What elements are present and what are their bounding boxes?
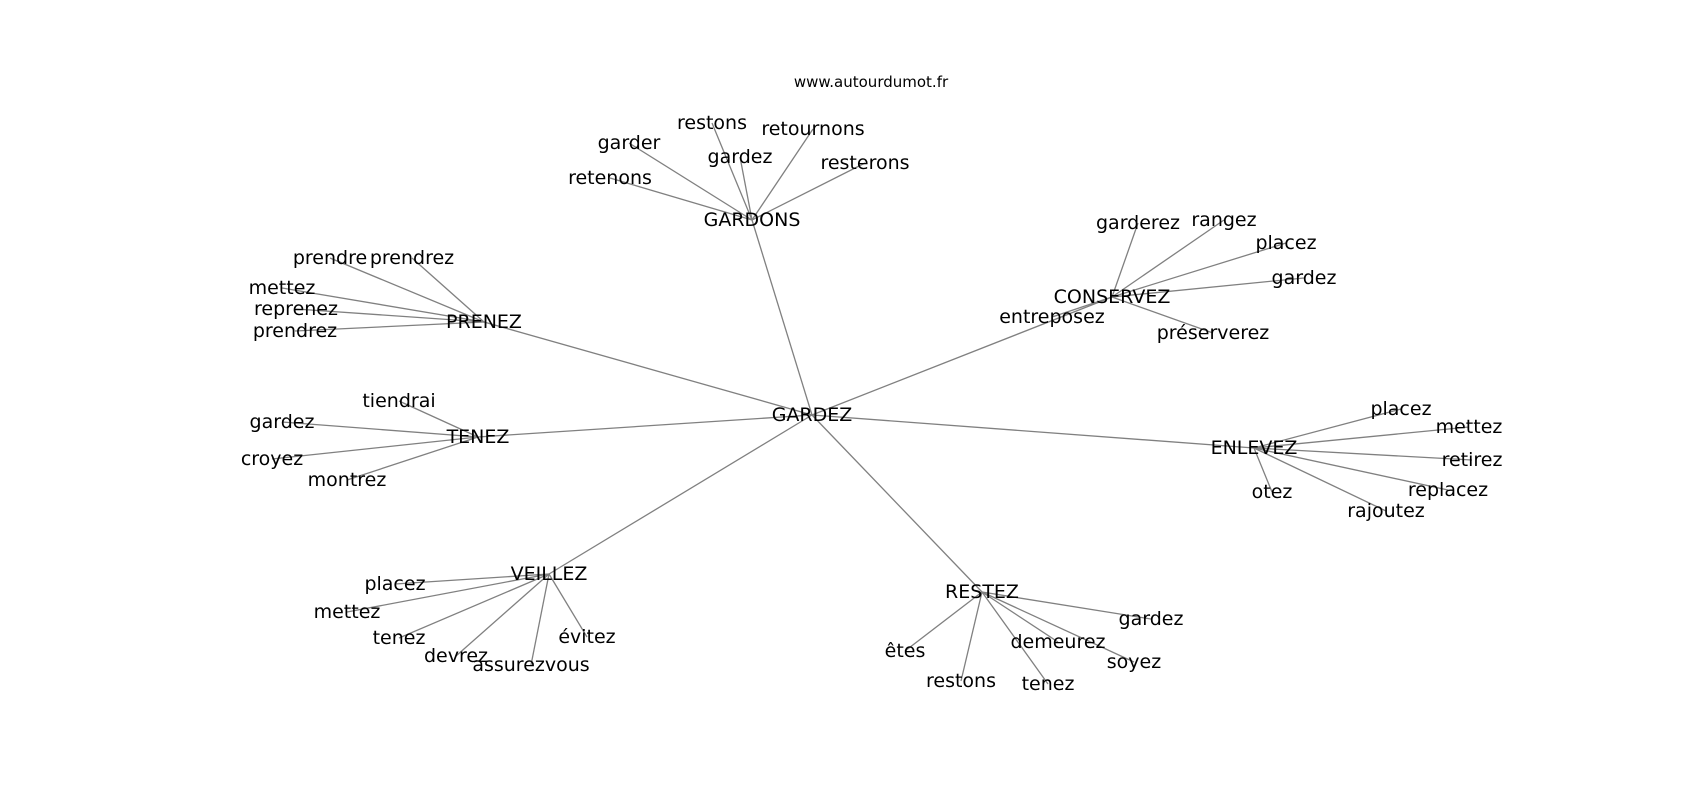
edge-conservez-entreposez [1051, 296, 1113, 318]
leaf-word-prenez-reprenez[interactable]: reprenez [254, 298, 338, 320]
edge-gardons-gardez [739, 156, 753, 221]
edge-veillez-assurezvous [530, 573, 550, 666]
edge-restez-soyez [981, 591, 1135, 663]
leaf-word-tenez-croyez[interactable]: croyez [241, 448, 303, 470]
edge-veillez-mettez [346, 573, 550, 613]
leaf-word-veillez-evitez[interactable]: évitez [558, 626, 615, 648]
edge-root-conservez [811, 296, 1113, 416]
edge-veillez-tenez [398, 573, 550, 639]
source-label[interactable]: www.autourdumot.fr [794, 73, 949, 91]
edge-root-prenez [483, 321, 813, 416]
leaf-word-veillez-placez[interactable]: placez [364, 573, 425, 595]
labels: www.autourdumot.fr restons retournons gard… [241, 73, 1503, 695]
edge-enlevez-replacez [1253, 447, 1449, 491]
leaf-word-gardons-retenons[interactable]: retenons [568, 167, 652, 189]
leaf-word-restez-demeurez[interactable]: demeurez [1010, 631, 1105, 653]
edge-conservez-garderez [1111, 222, 1139, 298]
edge-conservez-preserverez [1111, 296, 1214, 334]
edge-tenez-tiendrai [398, 400, 479, 438]
leaf-word-veillez-assurezvous[interactable]: assurezvous [472, 654, 589, 676]
leaf-word-enlevez-placez[interactable]: placez [1370, 398, 1431, 420]
hub-word-veillez[interactable]: VEILLEZ [511, 563, 588, 585]
edge-root-veillez [548, 414, 813, 575]
leaf-word-conservez-placez[interactable]: placez [1255, 232, 1316, 254]
root-word[interactable]: GARDEZ [772, 404, 853, 426]
edge-root-tenez [477, 414, 813, 438]
hub-word-restez[interactable]: RESTEZ [945, 581, 1019, 603]
leaf-word-restez-gardez[interactable]: gardez [1119, 608, 1184, 630]
leaf-word-enlevez-retirez[interactable]: retirez [1442, 449, 1503, 471]
edge-prenez-mettez [281, 287, 485, 323]
edge-enlevez-retirez [1253, 447, 1473, 461]
edges [271, 122, 1473, 685]
leaf-word-gardons-restons[interactable]: restons [677, 112, 747, 134]
leaf-word-tenez-tiendrai[interactable]: tiendrai [362, 390, 435, 412]
edge-restez-tenez [981, 591, 1049, 685]
edge-veillez-placez [394, 573, 550, 585]
leaf-word-enlevez-replacez[interactable]: replacez [1408, 479, 1488, 501]
leaf-word-conservez-garderez[interactable]: garderez [1096, 212, 1180, 234]
leaf-word-tenez-montrez[interactable]: montrez [308, 469, 387, 491]
leaf-word-prenez-mettez[interactable]: mettez [249, 277, 316, 299]
edge-root-enlevez [811, 414, 1255, 449]
edge-enlevez-otez [1253, 447, 1273, 493]
leaf-word-gardons-gardez[interactable]: gardez [708, 146, 773, 168]
edge-tenez-montrez [346, 436, 479, 481]
leaf-word-restez-restons[interactable]: restons [926, 670, 996, 692]
leaf-word-gardons-resterons[interactable]: resterons [820, 152, 909, 174]
leaf-word-enlevez-otez[interactable]: otez [1252, 481, 1293, 503]
leaf-word-tenez-gardez[interactable]: gardez [250, 411, 315, 433]
edge-veillez-evitez [548, 573, 588, 638]
edge-enlevez-placez [1253, 408, 1402, 449]
leaf-word-enlevez-rajoutez[interactable]: rajoutez [1347, 500, 1425, 522]
leaf-word-conservez-rangez[interactable]: rangez [1191, 209, 1256, 231]
edge-gardons-restons [711, 122, 753, 221]
leaf-word-veillez-mettez[interactable]: mettez [314, 601, 381, 623]
leaf-word-conservez-preserverez[interactable]: préserverez [1157, 322, 1270, 344]
edge-conservez-gardez [1111, 277, 1305, 298]
leaf-word-conservez-gardez[interactable]: gardez [1272, 267, 1337, 289]
edge-restez-demeurez [981, 591, 1059, 643]
edge-tenez-croyez [271, 436, 479, 460]
leaf-word-veillez-tenez[interactable]: tenez [373, 627, 426, 649]
edge-prenez-prendrez [411, 257, 485, 323]
edge-gardons-resterons [751, 162, 866, 221]
edge-restez-etes [904, 591, 983, 652]
edge-prenez-prendre [329, 257, 485, 323]
edge-gardons-garder [628, 142, 753, 221]
leaf-word-restez-tenez[interactable]: tenez [1022, 673, 1075, 695]
leaf-word-restez-soyez[interactable]: soyez [1107, 651, 1161, 673]
leaf-word-prenez-prendrez[interactable]: prendrez [253, 320, 337, 342]
leaf-word-veillez-devrez[interactable]: devrez [424, 645, 488, 667]
hub-word-tenez[interactable]: TENEZ [446, 426, 510, 448]
edge-root-restez [811, 414, 983, 593]
edge-root-gardons [751, 219, 813, 416]
hub-word-prenez[interactable]: PRENEZ [446, 311, 522, 333]
leaf-word-prenez-prendre[interactable]: prendre [293, 247, 367, 269]
edge-restez-gardez [981, 591, 1152, 620]
hub-word-enlevez[interactable]: ENLEVEZ [1211, 437, 1298, 459]
leaf-word-gardons-retournons[interactable]: retournons [761, 118, 864, 140]
edge-enlevez-mettez [1253, 426, 1470, 449]
edge-conservez-placez [1111, 242, 1287, 298]
edge-tenez-gardez [281, 421, 479, 438]
edge-gardons-retenons [609, 177, 753, 221]
hub-word-conservez[interactable]: CONSERVEZ [1054, 286, 1171, 308]
leaf-word-gardons-garder[interactable]: garder [598, 132, 661, 154]
edge-gardons-retournons [751, 128, 814, 221]
leaf-word-prenez-prendrez[interactable]: prendrez [370, 247, 454, 269]
leaf-word-enlevez-mettez[interactable]: mettez [1436, 416, 1503, 438]
edge-restez-restons [960, 591, 983, 682]
leaf-word-restez-etes[interactable]: êtes [885, 640, 926, 662]
edge-prenez-reprenez [295, 308, 485, 323]
leaf-word-conservez-entreposez[interactable]: entreposez [999, 306, 1105, 328]
hub-word-gardons[interactable]: GARDONS [704, 209, 801, 231]
edge-enlevez-rajoutez [1253, 447, 1387, 512]
edge-conservez-rangez [1111, 219, 1225, 298]
edge-veillez-devrez [455, 573, 550, 657]
edge-prenez-prendrez [294, 321, 485, 332]
